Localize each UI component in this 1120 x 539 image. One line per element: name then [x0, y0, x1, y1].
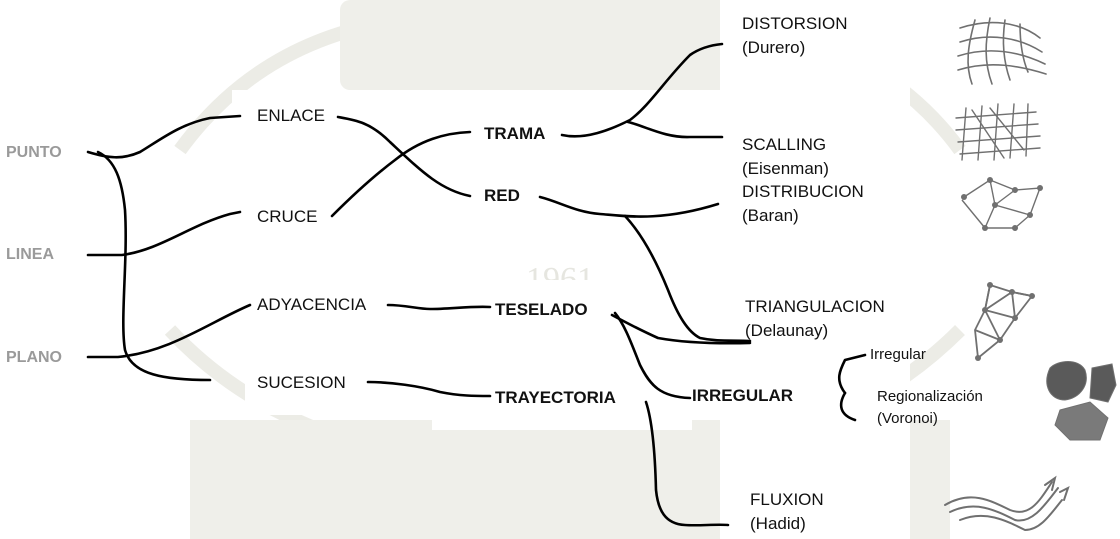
- example-distorsion: DISTORSION (Durero): [742, 12, 847, 60]
- example-fluxion-author: (Hadid): [750, 512, 824, 536]
- node-linea: LINEA: [6, 243, 54, 267]
- node-sucesion: SUCESION: [257, 371, 346, 395]
- node-red: RED: [484, 184, 520, 208]
- distribution-network-icon: [961, 177, 1043, 231]
- example-regionalizacion-author: (Voronoi): [877, 408, 983, 430]
- example-distribucion-author: (Baran): [742, 204, 864, 228]
- node-enlace: ENLACE: [257, 104, 325, 128]
- example-irregular-sub: Irregular: [870, 344, 926, 366]
- example-triangulacion: TRIANGULACION (Delaunay): [745, 295, 885, 343]
- node-punto: PUNTO: [6, 141, 62, 165]
- distortion-grid-icon: [958, 18, 1046, 84]
- node-irregular: IRREGULAR: [692, 384, 793, 408]
- example-distribucion: DISTRIBUCION (Baran): [742, 180, 864, 228]
- example-regionalizacion: Regionalización (Voronoi): [877, 386, 983, 430]
- example-fluxion: FLUXION (Hadid): [750, 488, 824, 536]
- example-distorsion-title: DISTORSION: [742, 12, 847, 36]
- voronoi-shapes-icon: [1047, 362, 1116, 441]
- node-trama: TRAMA: [484, 122, 545, 146]
- triangulation-mesh-icon: [975, 282, 1035, 361]
- example-triangulacion-author: (Delaunay): [745, 319, 885, 343]
- node-cruce: CRUCE: [257, 205, 317, 229]
- scalling-grid-icon: [956, 104, 1040, 160]
- example-fluxion-title: FLUXION: [750, 488, 824, 512]
- node-teselado: TESELADO: [495, 298, 588, 322]
- example-distorsion-author: (Durero): [742, 36, 847, 60]
- example-scalling-title: SCALLING: [742, 133, 829, 157]
- example-scalling-author: (Eisenman): [742, 157, 829, 181]
- example-triangulacion-title: TRIANGULACION: [745, 295, 885, 319]
- fluxion-curves-icon: [945, 478, 1068, 530]
- node-trayectoria: TRAYECTORIA: [495, 386, 616, 410]
- example-regionalizacion-title: Regionalización: [877, 386, 983, 408]
- node-plano: PLANO: [6, 346, 62, 370]
- example-distribucion-title: DISTRIBUCION: [742, 180, 864, 204]
- node-adyacencia: ADYACENCIA: [257, 293, 366, 317]
- example-scalling: SCALLING (Eisenman): [742, 133, 829, 181]
